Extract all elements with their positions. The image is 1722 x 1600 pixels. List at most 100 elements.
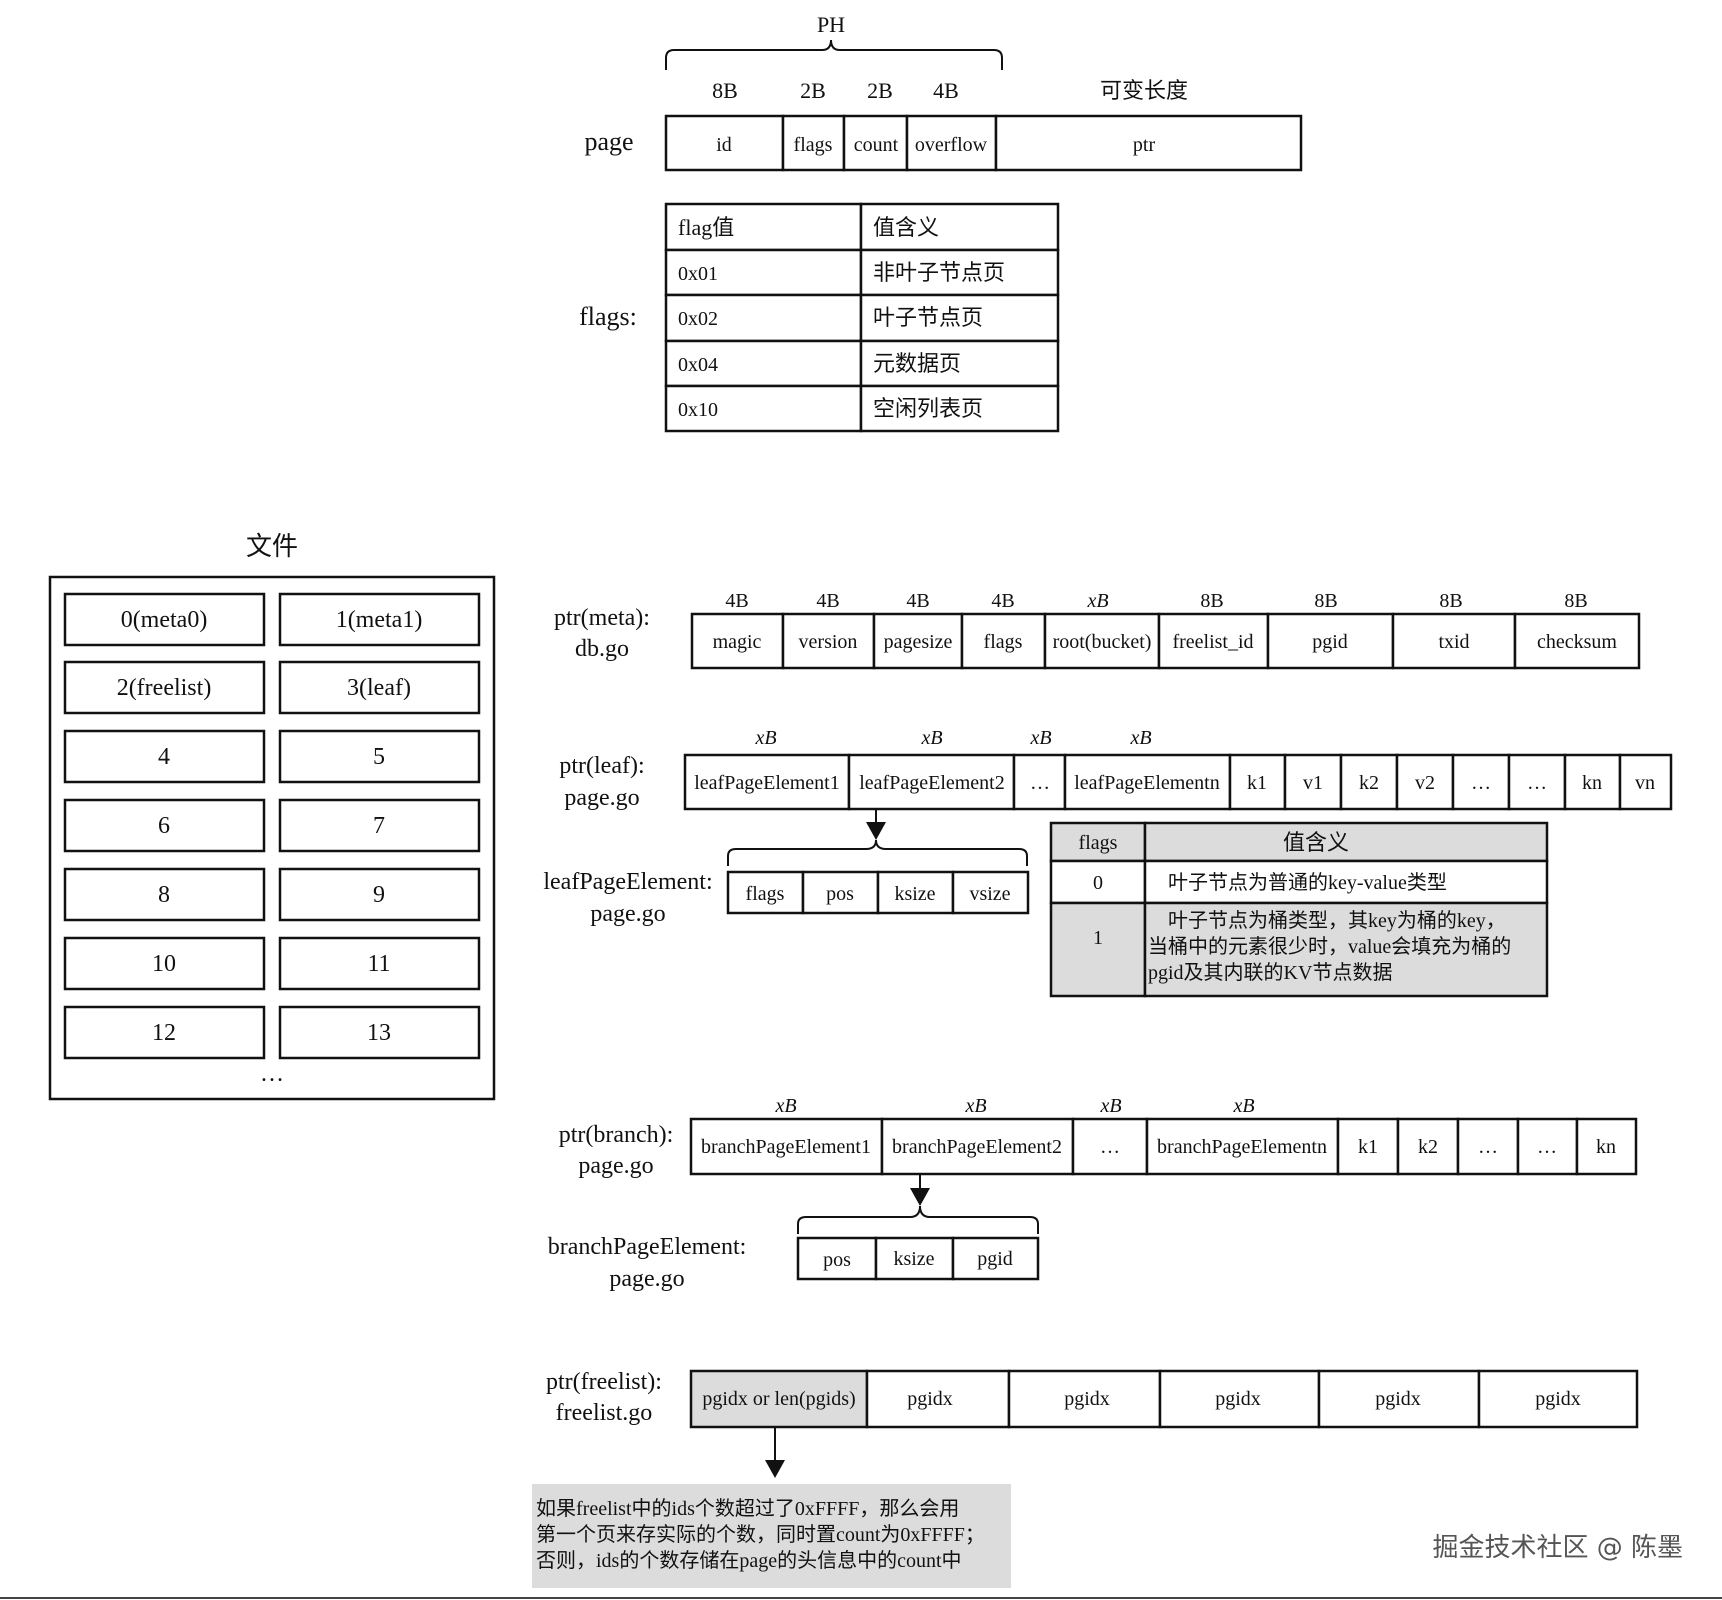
meta-size: 8B — [1200, 590, 1223, 612]
branch-field: k2 — [1418, 1136, 1438, 1158]
flags-row-meaning: 叶子节点页 — [873, 305, 983, 330]
leaf-element-field: ksize — [894, 883, 935, 905]
meta-field: txid — [1438, 631, 1469, 653]
branch-cell — [1071, 1117, 1149, 1176]
file-page-cell — [63, 660, 266, 715]
branch-size: xB — [964, 1095, 986, 1117]
flags-table-cell — [859, 293, 1060, 343]
freelist-label-line2: freelist.go — [556, 1400, 653, 1426]
file-page-cell — [278, 936, 481, 991]
freelist-cell — [1317, 1369, 1481, 1429]
leaf-flags-row-meaning: 当桶中的元素很少时，value会填充为桶的 — [1148, 935, 1511, 958]
branch-size: xB — [1099, 1095, 1121, 1117]
file-page-cell — [278, 867, 481, 922]
leaf-size: xB — [754, 727, 776, 749]
flags-row-value: 0x02 — [678, 308, 718, 330]
leaf-element-cell — [876, 870, 955, 915]
branch-group: ptr(branch): page.go xB xB xB xB branchP… — [559, 1095, 1638, 1234]
leaf-flags-cell — [1143, 859, 1549, 905]
leaf-field: vn — [1635, 772, 1655, 794]
leaf-field: v2 — [1415, 772, 1435, 794]
freelist-field: pgidx — [907, 1388, 953, 1410]
file-page-label: 7 — [373, 813, 385, 839]
meta-group: ptr(meta): db.go 4B 4B 4B 4B xB 8B 8B 8B… — [554, 590, 1641, 670]
branch-element-cell — [951, 1236, 1040, 1281]
branch-element-label-line2: page.go — [609, 1266, 684, 1292]
freelist-field: pgidx — [1535, 1388, 1581, 1410]
meta-cell — [960, 612, 1047, 670]
file-panel: 文件 0(meta0) 1(meta1) 2(freelist) 3(leaf)… — [48, 532, 496, 1101]
leaf-cell — [683, 753, 851, 811]
page-size-id: 8B — [712, 78, 738, 103]
meta-size: xB — [1086, 590, 1108, 612]
leaf-cell — [1507, 753, 1567, 811]
meta-cell — [1513, 612, 1641, 670]
page-field-count: count — [854, 134, 899, 156]
branch-field: … — [1537, 1136, 1557, 1158]
leaf-field: k1 — [1247, 772, 1267, 794]
leaf-flags-row-flag: 0 — [1093, 872, 1103, 894]
leaf-flags-header-meaning: 值含义 — [1283, 830, 1349, 855]
leaf-field: … — [1030, 772, 1050, 794]
meta-field: flags — [984, 631, 1023, 653]
meta-size: 4B — [991, 590, 1014, 612]
leaf-element-group: leafPageElement: page.go flags pos ksize… — [543, 869, 1030, 927]
leaf-cell — [847, 753, 1016, 811]
meta-size: 4B — [725, 590, 748, 612]
leaf-cell — [1012, 753, 1067, 811]
leaf-size: xB — [1029, 727, 1051, 749]
meta-cell — [1266, 612, 1395, 670]
branch-label-line2: page.go — [578, 1153, 653, 1179]
file-page-label: 12 — [152, 1020, 176, 1046]
flags-table-group: flags: flag值 值含义 0x01 非叶子节点页 0x02 叶子节点页 … — [579, 202, 1060, 433]
branch-element-group: branchPageElement: page.go pos ksize pgi… — [548, 1234, 1040, 1292]
flags-row-meaning: 空闲列表页 — [873, 396, 983, 421]
freelist-note-line: 否则，ids的个数存储在page的头信息中的count中 — [536, 1549, 962, 1572]
leaf-field: v1 — [1303, 772, 1323, 794]
branch-field: … — [1478, 1136, 1498, 1158]
branch-field: branchPageElement1 — [701, 1136, 871, 1158]
flags-table-header-meaning: 值含义 — [873, 215, 939, 240]
flags-row-value: 0x01 — [678, 263, 718, 285]
freelist-field: pgidx — [1064, 1388, 1110, 1410]
page-field-ptr: ptr — [1133, 134, 1156, 156]
branch-cell — [1575, 1117, 1638, 1176]
file-page-label: 2(freelist) — [117, 675, 212, 701]
leaf-flags-cell — [1049, 859, 1147, 905]
branch-cell — [1456, 1117, 1520, 1176]
ph-brace — [665, 39, 1003, 70]
meta-field: checksum — [1537, 631, 1617, 653]
file-page-cell — [63, 729, 266, 784]
flags-table-cell — [664, 293, 863, 343]
freelist-group: ptr(freelist): freelist.go pgidx or len(… — [532, 1369, 1639, 1588]
leaf-field: … — [1527, 772, 1547, 794]
branch-arrow-head — [910, 1188, 930, 1206]
page-size-overflow: 4B — [933, 78, 959, 103]
file-page-label: 5 — [373, 744, 385, 770]
flags-table-cell — [859, 384, 1060, 433]
leaf-field: leafPageElementn — [1074, 772, 1220, 794]
file-page-cell — [63, 1005, 266, 1060]
flags-table-header-cell — [664, 202, 863, 252]
page-field-flags: flags — [794, 134, 833, 156]
page-row-label: page — [584, 127, 633, 156]
ph-label: PH — [817, 12, 845, 37]
freelist-note-box — [532, 1484, 1011, 1588]
meta-cell — [690, 612, 785, 670]
leaf-element-field: pos — [826, 883, 854, 905]
branch-field: kn — [1596, 1136, 1616, 1158]
file-page-cell — [278, 660, 481, 715]
leaf-element-field: flags — [746, 883, 785, 905]
file-page-label: 8 — [158, 882, 170, 908]
meta-size: 8B — [1564, 590, 1587, 612]
leaf-field: … — [1471, 772, 1491, 794]
meta-cell — [1391, 612, 1517, 670]
flags-table-cell — [664, 384, 863, 433]
meta-label-line2: db.go — [575, 636, 629, 662]
file-page-label: 0(meta0) — [121, 607, 208, 633]
file-page-cell — [63, 592, 266, 647]
flags-table-cell — [664, 248, 863, 297]
file-page-label: 1(meta1) — [336, 607, 423, 633]
file-page-label: 13 — [367, 1020, 391, 1046]
